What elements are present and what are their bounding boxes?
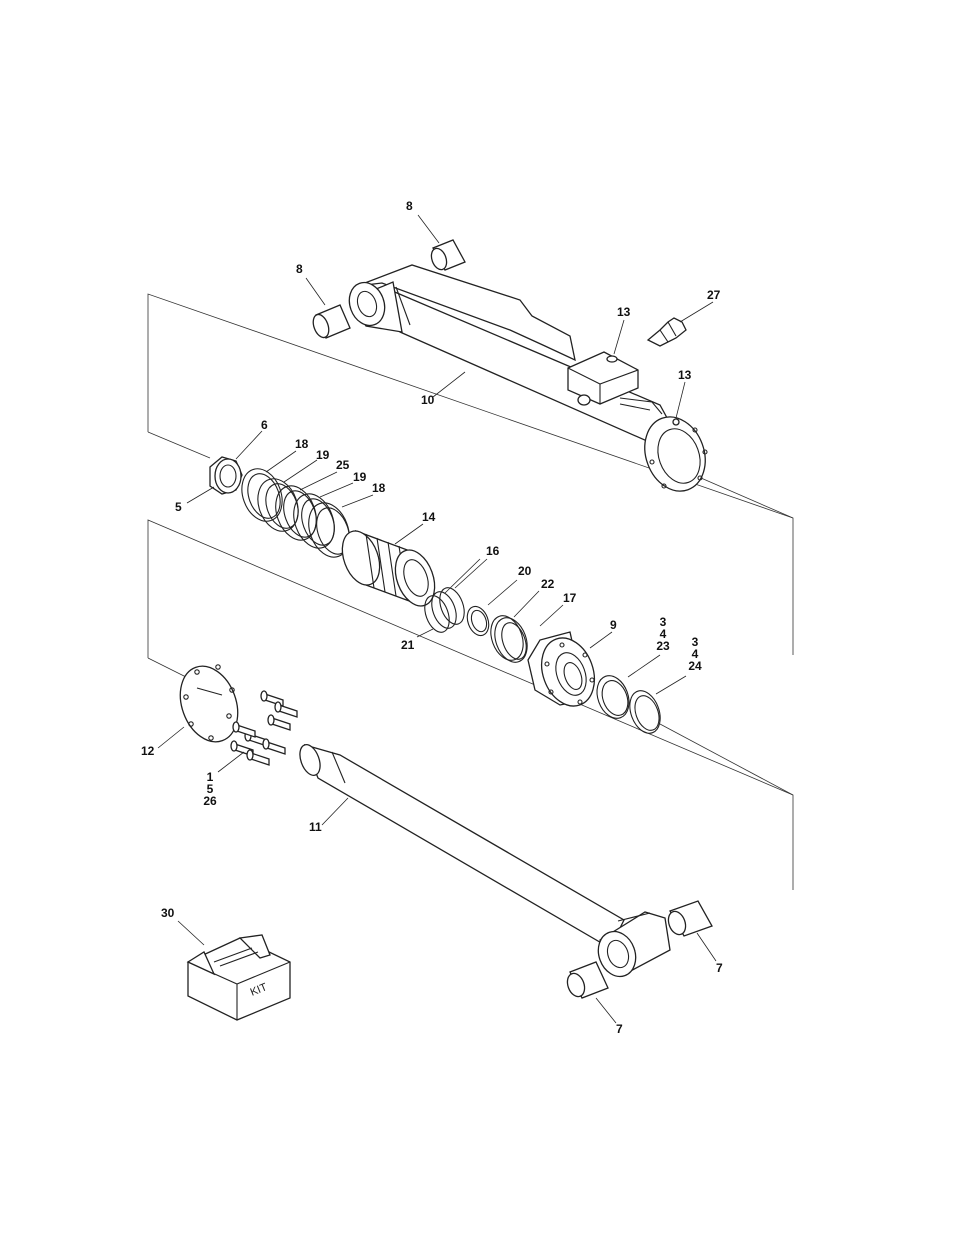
- bushing-8-left: [312, 304, 351, 339]
- explosion-axis-lines: [147, 293, 794, 890]
- callout-27: 27: [707, 288, 721, 302]
- callout-13-top: 13: [617, 305, 631, 319]
- callout-21: 21: [401, 638, 415, 652]
- callout-9: 9: [610, 618, 617, 632]
- kit-box-30: KIT: [186, 934, 291, 1021]
- seal-22-17: [490, 615, 528, 663]
- seal-19-left: [257, 478, 299, 532]
- fitting-27: [646, 317, 687, 347]
- callout-30: 30: [161, 906, 175, 920]
- bushing-7-right: [667, 900, 713, 937]
- cap-screws-1-5-26: [230, 690, 298, 766]
- callout-3-4-24: 3 4 24: [688, 635, 702, 673]
- wear-ring-20: [466, 605, 490, 637]
- ring-18-left: [241, 468, 283, 522]
- plate-12: [179, 664, 239, 743]
- callout-12: 12: [141, 744, 155, 758]
- callout-16: 16: [486, 544, 500, 558]
- ring-18-right: [308, 502, 350, 558]
- callout-20: 20: [518, 564, 532, 578]
- seal-19-right: [293, 493, 335, 549]
- callout-14: 14: [422, 510, 436, 524]
- ring-23: [596, 675, 630, 719]
- rings-16-21: [424, 587, 465, 633]
- bushing-8-top: [430, 239, 466, 271]
- callout-17: 17: [563, 591, 577, 605]
- rod-11: [299, 744, 671, 978]
- callout-8-left: 8: [296, 262, 303, 276]
- lock-nut-6: [209, 456, 243, 495]
- gland-9: [527, 631, 596, 707]
- callout-19-right: 19: [353, 470, 367, 484]
- seal-25: [275, 485, 317, 541]
- callout-1-5-26: 1 5 26: [203, 770, 217, 808]
- callout-25: 25: [336, 458, 350, 472]
- callout-3-4-23: 3 4 23: [656, 615, 670, 653]
- cylinder-barrel-10: [348, 264, 708, 492]
- leader-lines: [157, 214, 717, 1024]
- callout-19-left: 19: [316, 448, 330, 462]
- callout-7-right: 7: [716, 961, 723, 975]
- callout-6: 6: [261, 418, 268, 432]
- bushing-7-bottom: [566, 961, 609, 999]
- piston-14: [341, 529, 436, 607]
- callout-18-right: 18: [372, 481, 386, 495]
- callout-7-bottom: 7: [616, 1022, 623, 1036]
- callout-18-left: 18: [295, 437, 309, 451]
- callout-5: 5: [175, 500, 182, 514]
- callout-13-right: 13: [678, 368, 692, 382]
- callout-10: 10: [421, 393, 435, 407]
- callout-22: 22: [541, 577, 555, 591]
- retaining-ring-24: [629, 690, 661, 734]
- callout-11: 11: [309, 820, 322, 834]
- callout-8-top: 8: [406, 199, 413, 213]
